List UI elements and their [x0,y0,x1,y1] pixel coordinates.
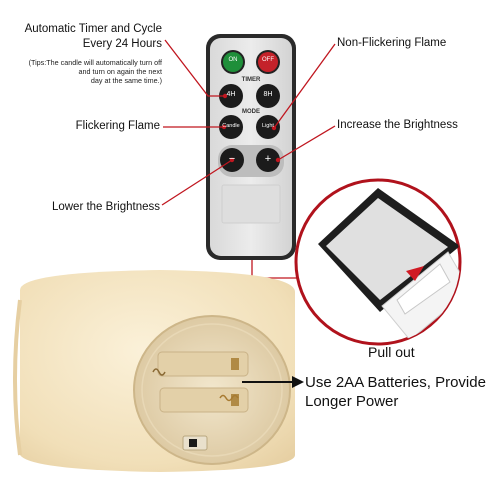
light-mode-label: Light [262,123,274,129]
battery-line3: Longer Power [305,393,399,410]
battery-line2: Provide [435,374,486,391]
on-button [223,52,243,72]
candle-mode-button [219,115,243,139]
light-mode-button [256,115,280,139]
timer-8h-button [256,84,280,108]
timer-section-label: TIMER [241,77,261,83]
pull-out-arrow [406,266,424,281]
off-button [258,52,278,72]
battery-tab-zoom [294,178,462,346]
on-label: ON [228,57,238,63]
timer-8h-label: 8H [263,91,273,98]
remote-control [206,34,296,260]
battery-line1: Use 2AA Batteries, [305,374,431,391]
zoom-connector [251,260,300,279]
timer-annotation: Automatic Timer and Cycle Every 24 Hours [25,22,162,52]
timer-4h-label: 4H [226,91,236,98]
dim-up-button [256,148,280,172]
candle-mode-label: Candle [222,123,240,129]
mode-section-label: MODE [242,109,260,115]
flicker-annotation: Flickering Flame [75,120,160,132]
increase-brightness-annotation: Increase the Brightness [337,119,458,131]
callout-dots [221,93,281,163]
power-switch [189,439,197,447]
tips-line2: and turn on again the next [78,67,162,76]
dim-down-label: − [228,153,236,165]
timer-4h-button [219,84,243,108]
tips-line3: day at the same time.) [90,76,162,85]
dim-up-label: + [264,153,272,165]
pull-out-label: Pull out [368,344,415,360]
tips-note: (Tips:The candle will automatically turn… [29,58,162,85]
timer-annotation-line2: Every 24 Hours [82,38,162,50]
battery-arrow [242,376,304,388]
candle [13,270,295,472]
non-flicker-annotation: Non-Flickering Flame [337,37,447,49]
tips-line1: (Tips:The candle will automatically turn… [28,58,162,67]
lower-brightness-annotation: Lower the Brightness [51,201,160,213]
timer-annotation-line1: Automatic Timer and Cycle [24,23,162,35]
callout-lines [161,39,336,206]
battery-annotation: Use 2AA Batteries, Provide Longer Power [305,373,486,411]
off-label: OFF [262,57,274,63]
